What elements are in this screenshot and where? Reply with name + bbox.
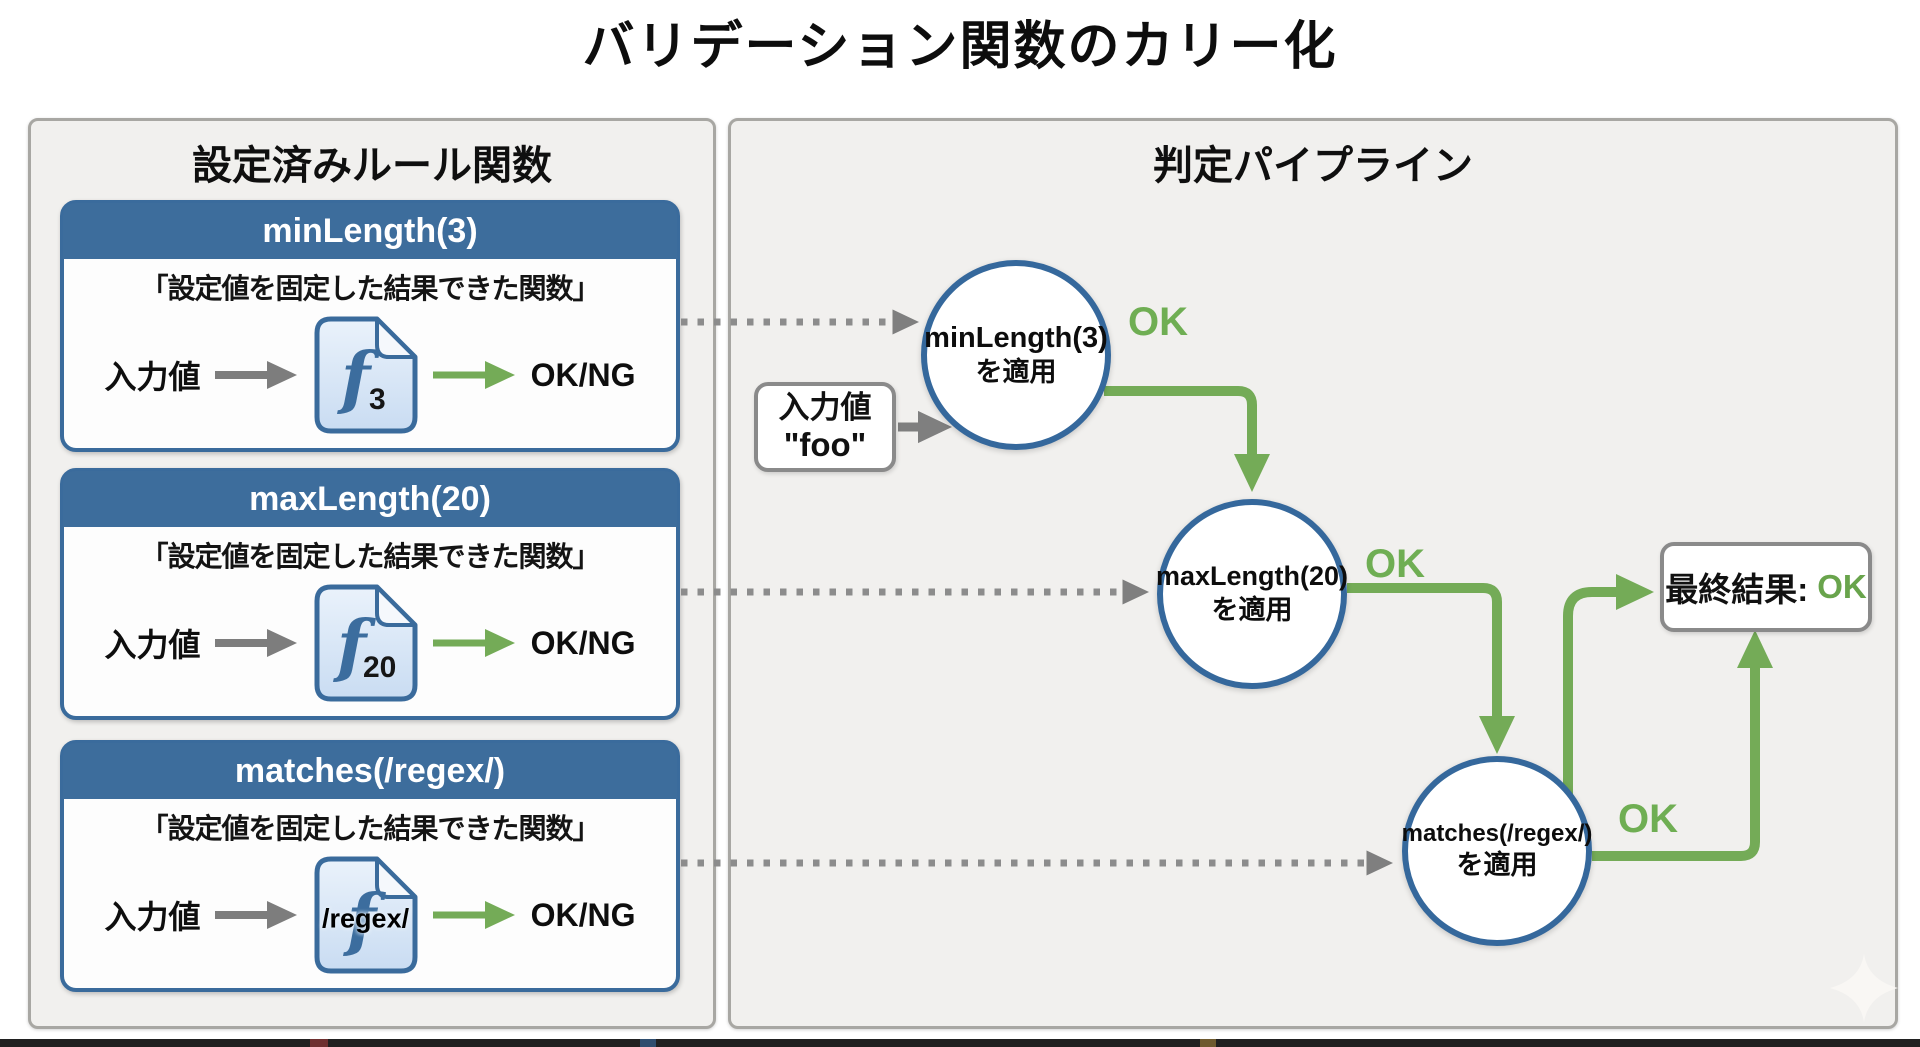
rule-card-header: minLength(3) xyxy=(63,203,677,259)
output-label: OK/NG xyxy=(530,356,636,393)
pipeline-node-matches: matches(/regex/) を適用 xyxy=(1402,756,1592,946)
pipeline-node-maxlength: maxLength(20) を適用 xyxy=(1155,499,1349,689)
node-apply: を適用 xyxy=(1456,850,1538,881)
right-arrow-green-icon xyxy=(432,629,515,657)
rule-card-flow: 入力値 f /regex/ OK/NG xyxy=(64,855,676,975)
final-result-label: 最終結果: xyxy=(1665,571,1809,608)
rule-card-flow: 入力値 f 20 OK/NG xyxy=(64,583,676,703)
bottom-edge-artifact xyxy=(0,1039,1920,1047)
node-apply: を適用 xyxy=(975,357,1057,388)
function-document-icon: f 20 xyxy=(313,583,419,703)
right-arrow-gray-icon xyxy=(214,629,297,657)
input-label: 入力値 xyxy=(104,899,201,935)
output-label: OK/NG xyxy=(530,896,636,933)
rule-card-caption: 「設定値を固定した結果できた関数」 xyxy=(140,541,600,572)
node-function: matches(/regex/) xyxy=(1401,820,1593,848)
input-label: 入力値 xyxy=(104,627,201,663)
rule-card-caption: 「設定値を固定した結果できた関数」 xyxy=(140,273,600,304)
right-arrow-gray-icon xyxy=(214,901,297,929)
input-value-label: 入力値 xyxy=(778,390,872,426)
pipeline-node-minlength: minLength(3) を適用 xyxy=(921,260,1111,450)
node-apply: を適用 xyxy=(1211,595,1293,625)
function-document-icon: f 3 xyxy=(313,315,419,435)
ok-label-1: OK xyxy=(1128,300,1188,344)
ok-label-2: OK xyxy=(1365,542,1425,586)
rule-card-flow: 入力値 f 3 OK/NG xyxy=(64,315,676,435)
right-arrow-green-icon xyxy=(432,361,515,389)
rules-panel-title: 設定済みルール関数 xyxy=(192,144,552,188)
page-title: バリデーション関数のカリー化 xyxy=(582,18,1338,76)
input-value-literal: "foo" xyxy=(783,425,867,463)
ok-label-3: OK xyxy=(1618,797,1678,841)
output-label: OK/NG xyxy=(530,624,636,661)
node-function: maxLength(20) xyxy=(1155,561,1349,592)
rule-card-caption: 「設定値を固定した結果できた関数」 xyxy=(140,813,600,844)
sparkle-icon xyxy=(1830,954,1898,1022)
final-result-box: 最終結果: OK xyxy=(1660,542,1872,632)
function-subscript: 3 xyxy=(369,383,386,416)
rule-card-minlength: minLength(3) 「設定値を固定した結果できた関数」 入力値 f 3 O… xyxy=(60,200,680,452)
rule-card-maxlength: maxLength(20) 「設定値を固定した結果できた関数」 入力値 f 20… xyxy=(60,468,680,720)
function-document-regex-icon: f /regex/ xyxy=(313,855,419,975)
right-arrow-green-icon xyxy=(432,901,515,929)
function-subscript: 20 xyxy=(363,651,396,684)
node-function: minLength(3) xyxy=(924,322,1108,354)
pipeline-panel-title: 判定パイプライン xyxy=(1153,144,1473,188)
rule-card-header: maxLength(20) xyxy=(63,471,677,527)
input-label: 入力値 xyxy=(104,359,201,395)
final-result-value: OK xyxy=(1817,568,1867,605)
rule-card-header: matches(/regex/) xyxy=(63,743,677,799)
input-value-box: 入力値 "foo" xyxy=(754,382,896,472)
regex-literal: /regex/ xyxy=(322,903,410,934)
rule-card-matches: matches(/regex/) 「設定値を固定した結果できた関数」 入力値 f… xyxy=(60,740,680,992)
right-arrow-gray-icon xyxy=(214,361,297,389)
